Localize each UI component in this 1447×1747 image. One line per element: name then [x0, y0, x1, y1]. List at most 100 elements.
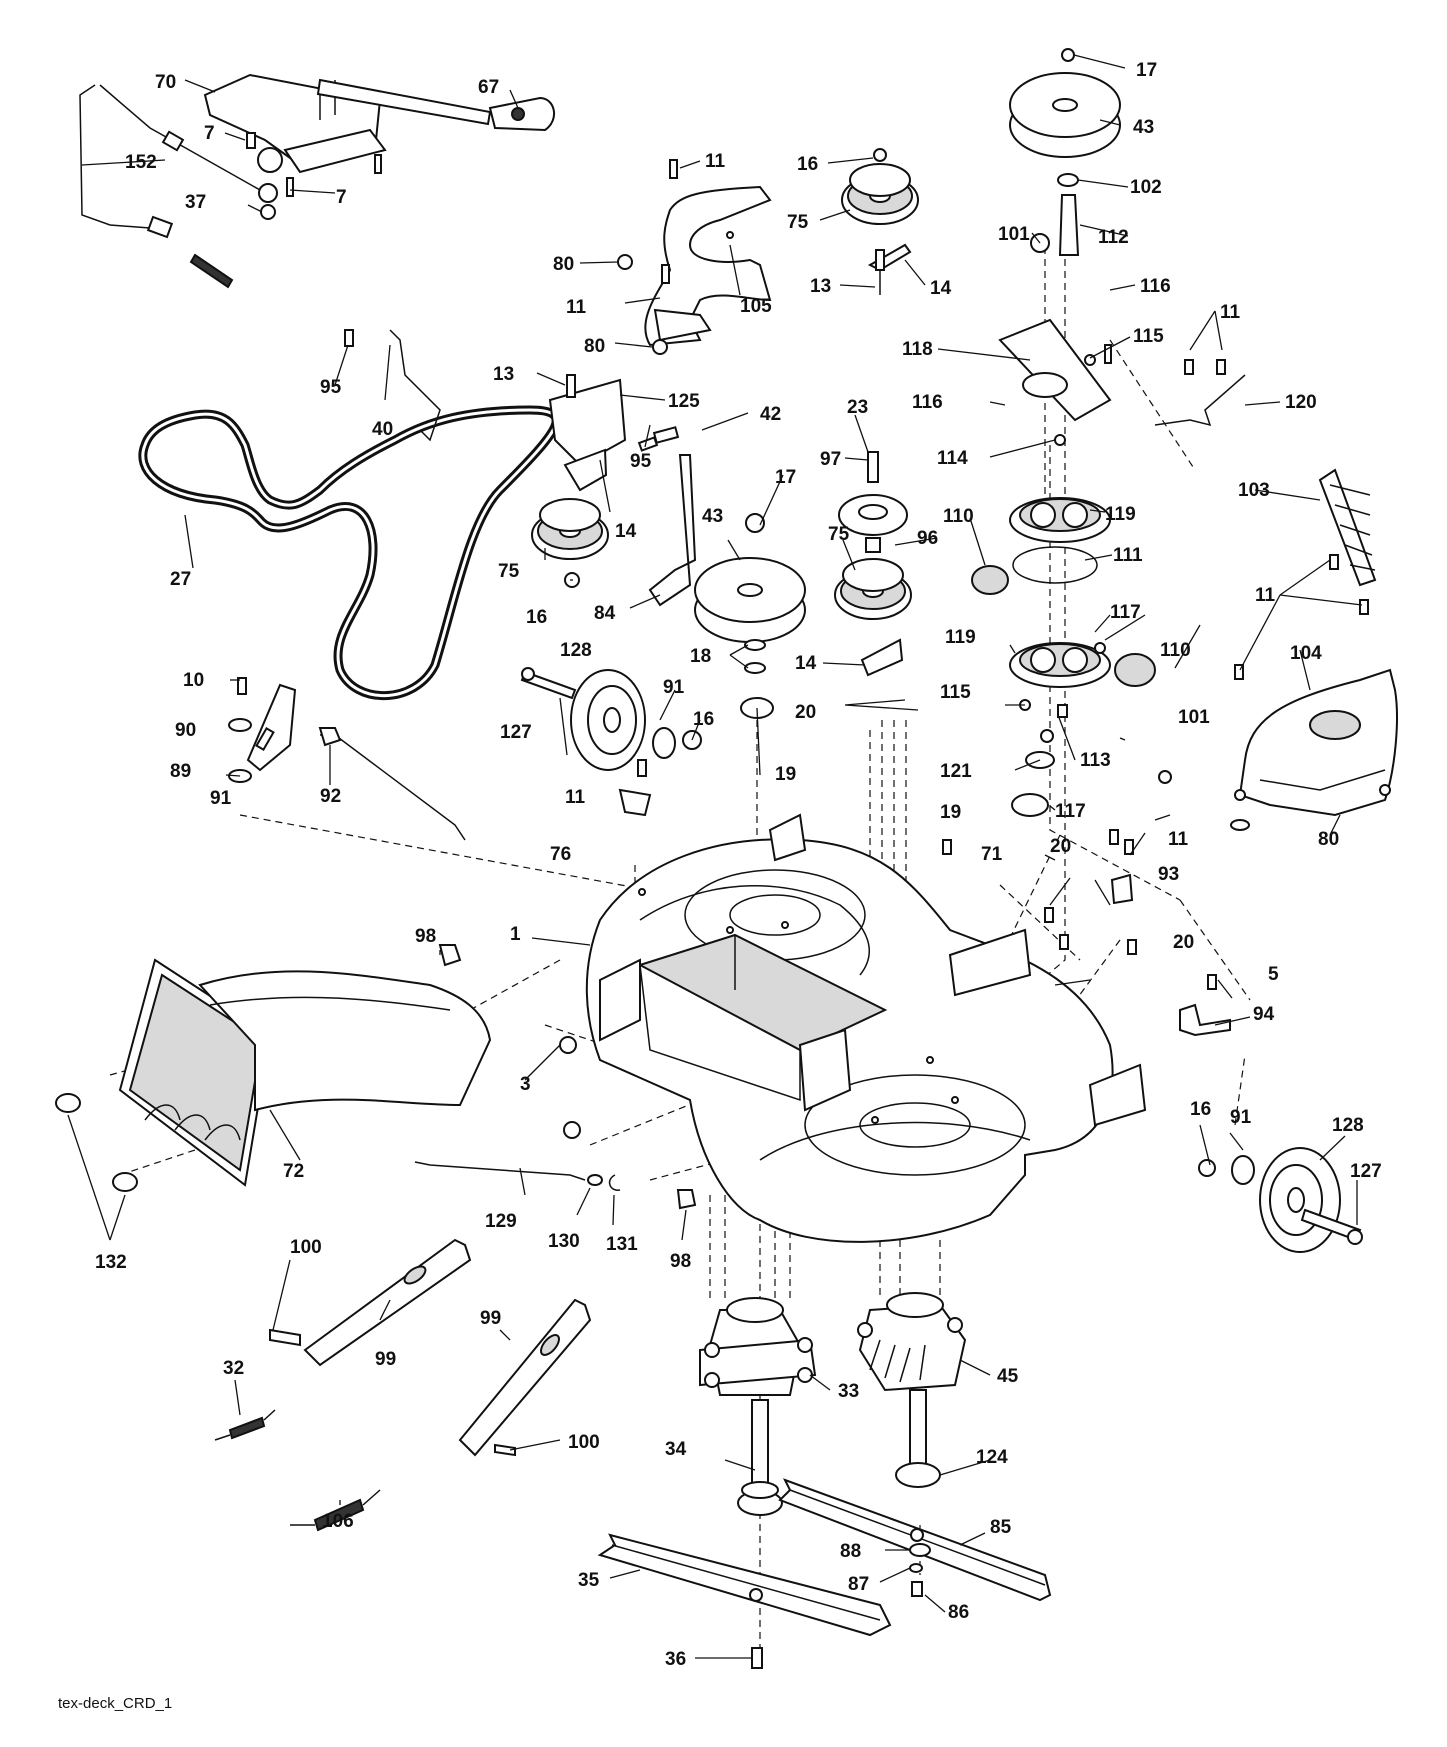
callout-11: 11 [1255, 585, 1276, 606]
callout-19: 19 [775, 764, 796, 785]
gearbox-assembly [971, 318, 1246, 817]
leader-lines [67, 54, 1363, 1659]
callout-80: 80 [553, 254, 574, 275]
callout-100: 100 [568, 1432, 600, 1453]
callout-128: 128 [1332, 1115, 1364, 1136]
callout-5: 5 [1268, 964, 1279, 985]
callout-98: 98 [415, 926, 436, 947]
deck-hardware [414, 759, 1231, 1210]
gauge-wheel-right [1198, 1147, 1363, 1253]
callout-101: 101 [1178, 707, 1210, 728]
right-cover-104 [1230, 468, 1398, 831]
callout-118: 118 [902, 339, 933, 360]
callout-45: 45 [997, 1366, 1019, 1387]
callout-111: 111 [1113, 545, 1143, 566]
callout-104: 104 [1290, 643, 1322, 664]
callout-89: 89 [170, 761, 191, 782]
idler-pulley-center [834, 451, 912, 677]
callout-86: 86 [948, 1602, 969, 1623]
callout-90: 90 [175, 720, 196, 741]
callout-117: 117 [1055, 801, 1086, 822]
callout-91: 91 [210, 788, 232, 809]
callout-130: 130 [548, 1231, 580, 1252]
callout-110: 110 [943, 506, 974, 527]
callout-16: 16 [1190, 1099, 1211, 1120]
callout-72: 72 [283, 1161, 304, 1182]
callout-80: 80 [584, 336, 605, 357]
callout-120: 120 [1285, 392, 1317, 413]
callout-76: 76 [550, 844, 571, 865]
callout-14: 14 [795, 653, 817, 674]
callout-11: 11 [566, 297, 587, 318]
callout-13: 13 [493, 364, 514, 385]
spindle-housing-right [857, 1292, 967, 1488]
callout-16: 16 [693, 709, 714, 730]
callout-95: 95 [320, 377, 342, 398]
callout-11: 11 [1220, 302, 1241, 323]
callout-19: 19 [940, 802, 961, 823]
callout-91: 91 [663, 677, 685, 698]
belt-guard-105 [617, 159, 772, 355]
callout-113: 113 [1080, 750, 1111, 771]
callout-11: 11 [565, 787, 586, 808]
callout-67: 67 [478, 77, 499, 98]
callout-42: 42 [760, 404, 781, 425]
callout-128: 128 [560, 640, 592, 661]
callout-115: 115 [1133, 326, 1164, 347]
callout-20: 20 [795, 702, 816, 723]
callout-43: 43 [702, 506, 723, 527]
callout-127: 127 [500, 722, 532, 743]
callout-129: 129 [485, 1211, 517, 1232]
callout-27: 27 [170, 569, 191, 590]
callout-84: 84 [594, 603, 616, 624]
callout-116: 116 [912, 392, 943, 413]
lift-linkage-assembly [79, 73, 555, 289]
callout-94: 94 [1253, 1004, 1275, 1025]
callout-99: 99 [480, 1308, 501, 1329]
callout-115: 115 [940, 682, 971, 703]
callout-14: 14 [615, 521, 637, 542]
callout-13: 13 [810, 276, 831, 297]
callout-36: 36 [665, 1649, 686, 1670]
left-side-hardware [228, 329, 466, 841]
callout-121: 121 [940, 761, 972, 782]
callout-114: 114 [937, 448, 968, 469]
callout-106: 106 [322, 1511, 354, 1532]
callout-7: 7 [204, 123, 215, 144]
callout-10: 10 [183, 670, 204, 691]
diagram-code: tex-deck_CRD_1 [58, 1695, 172, 1712]
callout-88: 88 [840, 1541, 861, 1562]
callout-75: 75 [828, 524, 850, 545]
blade-right [778, 1478, 1052, 1602]
callout-14: 14 [930, 278, 952, 299]
callout-17: 17 [1136, 60, 1157, 81]
callout-87: 87 [848, 1574, 869, 1595]
discharge-chute-72 [55, 958, 492, 1192]
spindle-housing-left [699, 1297, 817, 1516]
callout-23: 23 [847, 397, 868, 418]
callout-112: 112 [1098, 227, 1129, 248]
callout-70: 70 [155, 72, 176, 93]
mower-deck-shell [585, 813, 1147, 1243]
callout-11: 11 [705, 151, 726, 172]
callout-16: 16 [526, 607, 547, 628]
callout-98: 98 [670, 1251, 691, 1272]
callout-101: 101 [998, 224, 1030, 245]
lift-arms-springs [214, 1238, 592, 1532]
callout-124: 124 [976, 1447, 1008, 1468]
callout-125: 125 [668, 391, 700, 412]
idler-pulley-top [841, 148, 919, 295]
callout-105: 105 [740, 296, 772, 317]
callout-3: 3 [520, 1074, 531, 1095]
callout-18: 18 [690, 646, 711, 667]
callout-102: 102 [1130, 177, 1162, 198]
callout-35: 35 [578, 1570, 600, 1591]
callout-75: 75 [787, 212, 809, 233]
callout-132: 132 [95, 1252, 127, 1273]
callout-119: 119 [1105, 504, 1136, 525]
spindle-pulley-center [648, 454, 806, 719]
callout-labels: 70 67 7 7 152 37 11 80 11 105 80 16 75 1… [95, 60, 1382, 1670]
drive-pulley-top-right [1009, 48, 1121, 256]
callout-85: 85 [990, 1517, 1012, 1538]
callout-127: 127 [1350, 1161, 1382, 1182]
